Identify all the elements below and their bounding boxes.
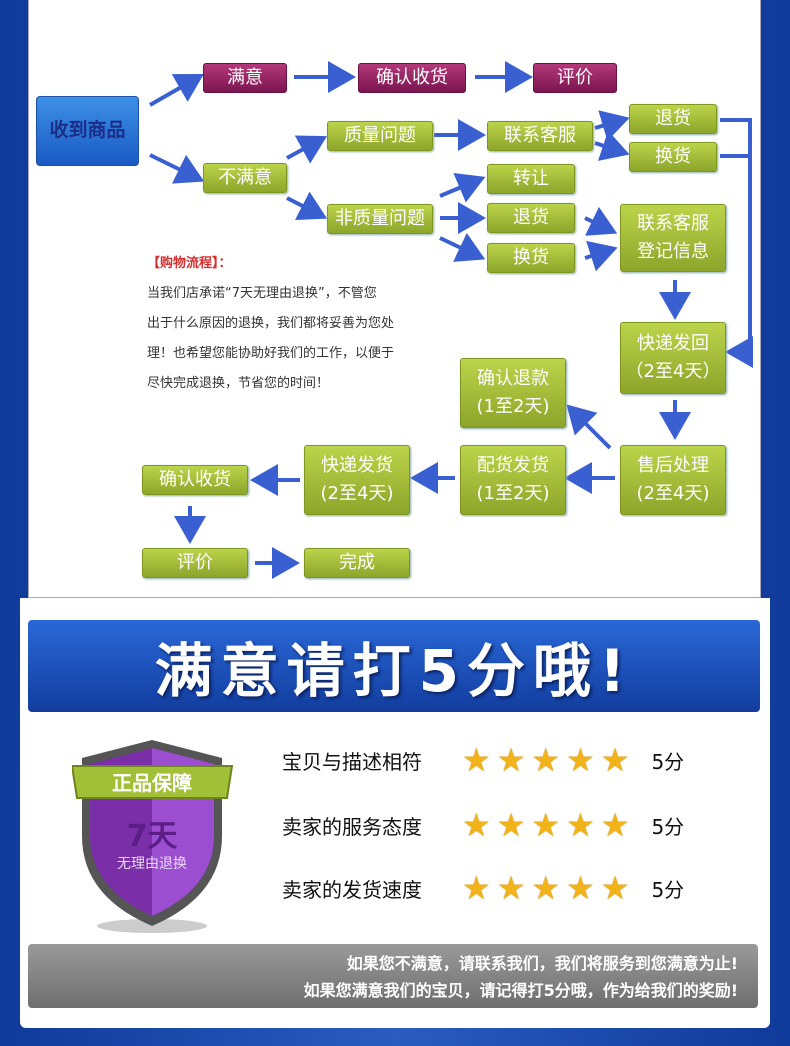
- node-transfer: 转让: [487, 164, 575, 194]
- star-icon: ★: [566, 869, 595, 907]
- footer-line-1: 如果您不满意，请联系我们，我们将服务到您满意为止!: [346, 954, 738, 973]
- rating-row-service: 卖家的服务态度 ★★★★★ 5分: [282, 805, 684, 845]
- rating-row-description: 宝贝与描述相符 ★★★★★ 5分: [282, 740, 684, 780]
- node-contact-register-line1: 联系客服: [637, 213, 709, 235]
- star-icon: ★: [600, 806, 630, 844]
- star-icon: ★: [531, 806, 561, 844]
- node-review-2: 评价: [142, 548, 248, 578]
- star-icon: ★: [462, 869, 491, 907]
- node-exchange-1: 换货: [629, 142, 717, 172]
- intro-title: 【购物流程】：: [147, 256, 232, 271]
- node-confirm-refund-line1: 确认退款: [477, 368, 549, 390]
- rating-score: 5分: [651, 877, 685, 902]
- node-express-back: 快递发回 （2至4天）: [620, 322, 726, 394]
- node-express-ship-line1: 快递发货: [321, 455, 393, 477]
- node-review-1: 评价: [533, 63, 617, 93]
- intro-line-1: 当我们店承诺“7天无理由退换”，不管您: [147, 285, 377, 301]
- node-unsatisfied: 不满意: [203, 163, 287, 193]
- arrow-return-loop: [720, 118, 753, 368]
- node-pick-ship-line1: 配货发货: [477, 455, 549, 477]
- node-return-1: 退货: [629, 104, 717, 134]
- node-satisfied: 满意: [203, 63, 287, 93]
- node-confirm-refund-line2: (1至2天): [476, 396, 550, 417]
- arrow-nq-exchange: [439, 232, 486, 262]
- star-icon: ★: [462, 741, 491, 779]
- footer-note: 如果您不满意，请联系我们，我们将服务到您满意为止! 如果您满意我们的宝贝，请记得…: [28, 944, 758, 1008]
- rating-label: 卖家的发货速度: [282, 877, 422, 902]
- star-icon: ★: [496, 869, 526, 907]
- arrow-unsat-quality: [286, 135, 328, 164]
- arrow-start-satisfied: [149, 74, 204, 107]
- star-icon: ★: [600, 869, 630, 907]
- star-icon: ★: [462, 806, 491, 844]
- shopping-intro: 【购物流程】： 当我们店承诺“7天无理由退换”，不管您 出于什么原因的退换，我们…: [147, 249, 457, 398]
- rating-stars: ★★★★★: [462, 872, 629, 904]
- shield-ribbon-text: 正品保障: [112, 771, 192, 795]
- intro-line-4: 尽快完成退换，节省您的时间！: [147, 375, 330, 391]
- rating-stars: ★★★★★: [462, 744, 629, 776]
- node-contact-service-1: 联系客服: [487, 121, 593, 151]
- arrow-exchange-register: [584, 240, 618, 272]
- intro-line-2: 出于什么原因的退换，我们都将妥善为您处: [147, 315, 395, 331]
- node-confirm-receipt-2: 确认收货: [142, 465, 248, 495]
- node-contact-register: 联系客服 登记信息: [620, 204, 726, 272]
- node-exchange-2: 换货: [487, 243, 575, 273]
- node-confirm-receipt-1: 确认收货: [358, 63, 466, 93]
- arrow-return-register: [584, 206, 618, 236]
- arrow-nq-transfer: [439, 173, 486, 203]
- rating-label: 卖家的服务态度: [282, 814, 422, 839]
- rating-score: 5分: [651, 814, 685, 839]
- footer-line-2: 如果您满意我们的宝贝，请记得打5分哦，作为给我们的奖励!: [303, 981, 738, 1001]
- star-icon: ★: [496, 806, 526, 844]
- rating-row-shipping: 卖家的发货速度 ★★★★★ 5分: [282, 868, 684, 908]
- star-icon: ★: [531, 869, 561, 907]
- flow-arrows: [149, 61, 753, 579]
- node-confirm-refund: 确认退款 (1至2天): [460, 358, 566, 428]
- node-pick-ship-line2: (1至2天): [476, 483, 550, 504]
- node-express-ship: 快递发货 (2至4天): [304, 445, 410, 515]
- node-return-2: 退货: [487, 203, 575, 233]
- rating-label: 宝贝与描述相符: [282, 749, 422, 774]
- intro-line-3: 理！也希望您能协助好我们的工作，以便于: [147, 345, 395, 361]
- shield-sub-text: 无理由退换: [117, 855, 187, 872]
- arrow-aftersale-refund: [566, 404, 612, 450]
- node-non-quality-issue: 非质量问题: [327, 204, 433, 234]
- star-icon: ★: [566, 806, 595, 844]
- node-express-ship-line2: (2至4天): [320, 483, 394, 504]
- star-icon: ★: [531, 741, 561, 779]
- guarantee-shield-icon: 正品保障 7天 无理由退换: [72, 740, 234, 933]
- node-after-sale: 售后处理 (2至4天): [620, 445, 726, 515]
- node-after-sale-line2: (2至4天): [636, 483, 710, 504]
- star-icon: ★: [496, 741, 526, 779]
- arrow-contact-exchange: [594, 130, 630, 161]
- rating-score: 5分: [651, 749, 685, 774]
- rating-banner: 满意请打5分哦!: [28, 620, 760, 712]
- node-pick-ship: 配货发货 (1至2天): [460, 445, 566, 515]
- node-express-back-line1: 快递发回: [637, 333, 709, 355]
- node-quality-issue: 质量问题: [327, 121, 433, 151]
- node-after-sale-line1: 售后处理: [637, 455, 709, 477]
- node-done: 完成: [304, 548, 410, 578]
- shield-days-text: 7天: [127, 819, 178, 854]
- node-express-back-line2: （2至4天）: [625, 361, 721, 382]
- arrow-contact-return: [594, 110, 630, 142]
- rating-stars: ★★★★★: [462, 809, 629, 841]
- star-icon: ★: [566, 741, 595, 779]
- node-contact-register-line2: 登记信息: [637, 241, 709, 262]
- arrow-unsat-nonquality: [286, 191, 328, 221]
- node-received: 收到商品: [36, 96, 139, 166]
- arrow-start-unsatisfied: [149, 153, 205, 184]
- star-icon: ★: [600, 741, 630, 779]
